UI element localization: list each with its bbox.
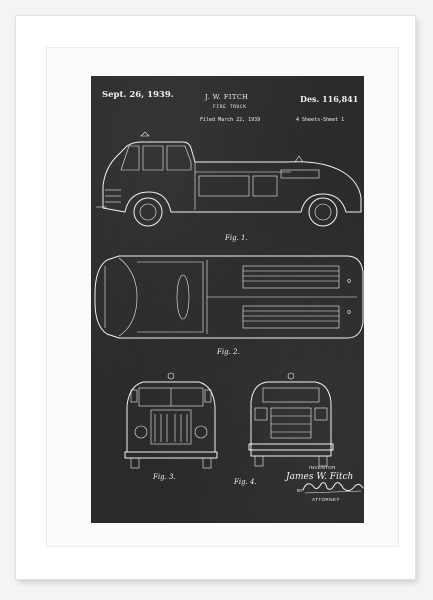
figure-1-label: Fig. 1.	[225, 234, 248, 242]
figure-2-label: Fig. 2.	[217, 348, 240, 356]
attorney-signature	[302, 482, 364, 494]
filed-date: Filed March 22, 1939	[200, 117, 261, 123]
fire-truck-drawings	[94, 131, 364, 469]
patent-date: Sept. 26, 1939.	[102, 90, 174, 100]
figure-3-label: Fig. 3.	[153, 473, 176, 481]
inventor-signature: James W. Fitch	[286, 472, 354, 482]
fire-truck-top-view	[94, 255, 364, 339]
fire-truck-front-view	[124, 372, 218, 469]
figure-4-label: Fig. 4.	[234, 478, 257, 486]
patent-title: FIRE TRUCK	[213, 105, 247, 110]
fire-truck-rear-view	[248, 372, 334, 467]
fire-truck-side-view	[96, 131, 362, 227]
inventor-header: J. W. FITCH	[205, 93, 249, 101]
patent-print: Sept. 26, 1939. J. W. FITCH FIRE TRUCK F…	[91, 76, 364, 523]
sheet-count: 4 Sheets-Sheet 1	[296, 117, 345, 123]
attorney-label: ATTORNEY	[312, 497, 340, 502]
inventor-label: INVENTOR	[309, 465, 336, 470]
patent-number: Des. 116,841	[300, 94, 359, 104]
by-label: BY	[297, 488, 303, 493]
